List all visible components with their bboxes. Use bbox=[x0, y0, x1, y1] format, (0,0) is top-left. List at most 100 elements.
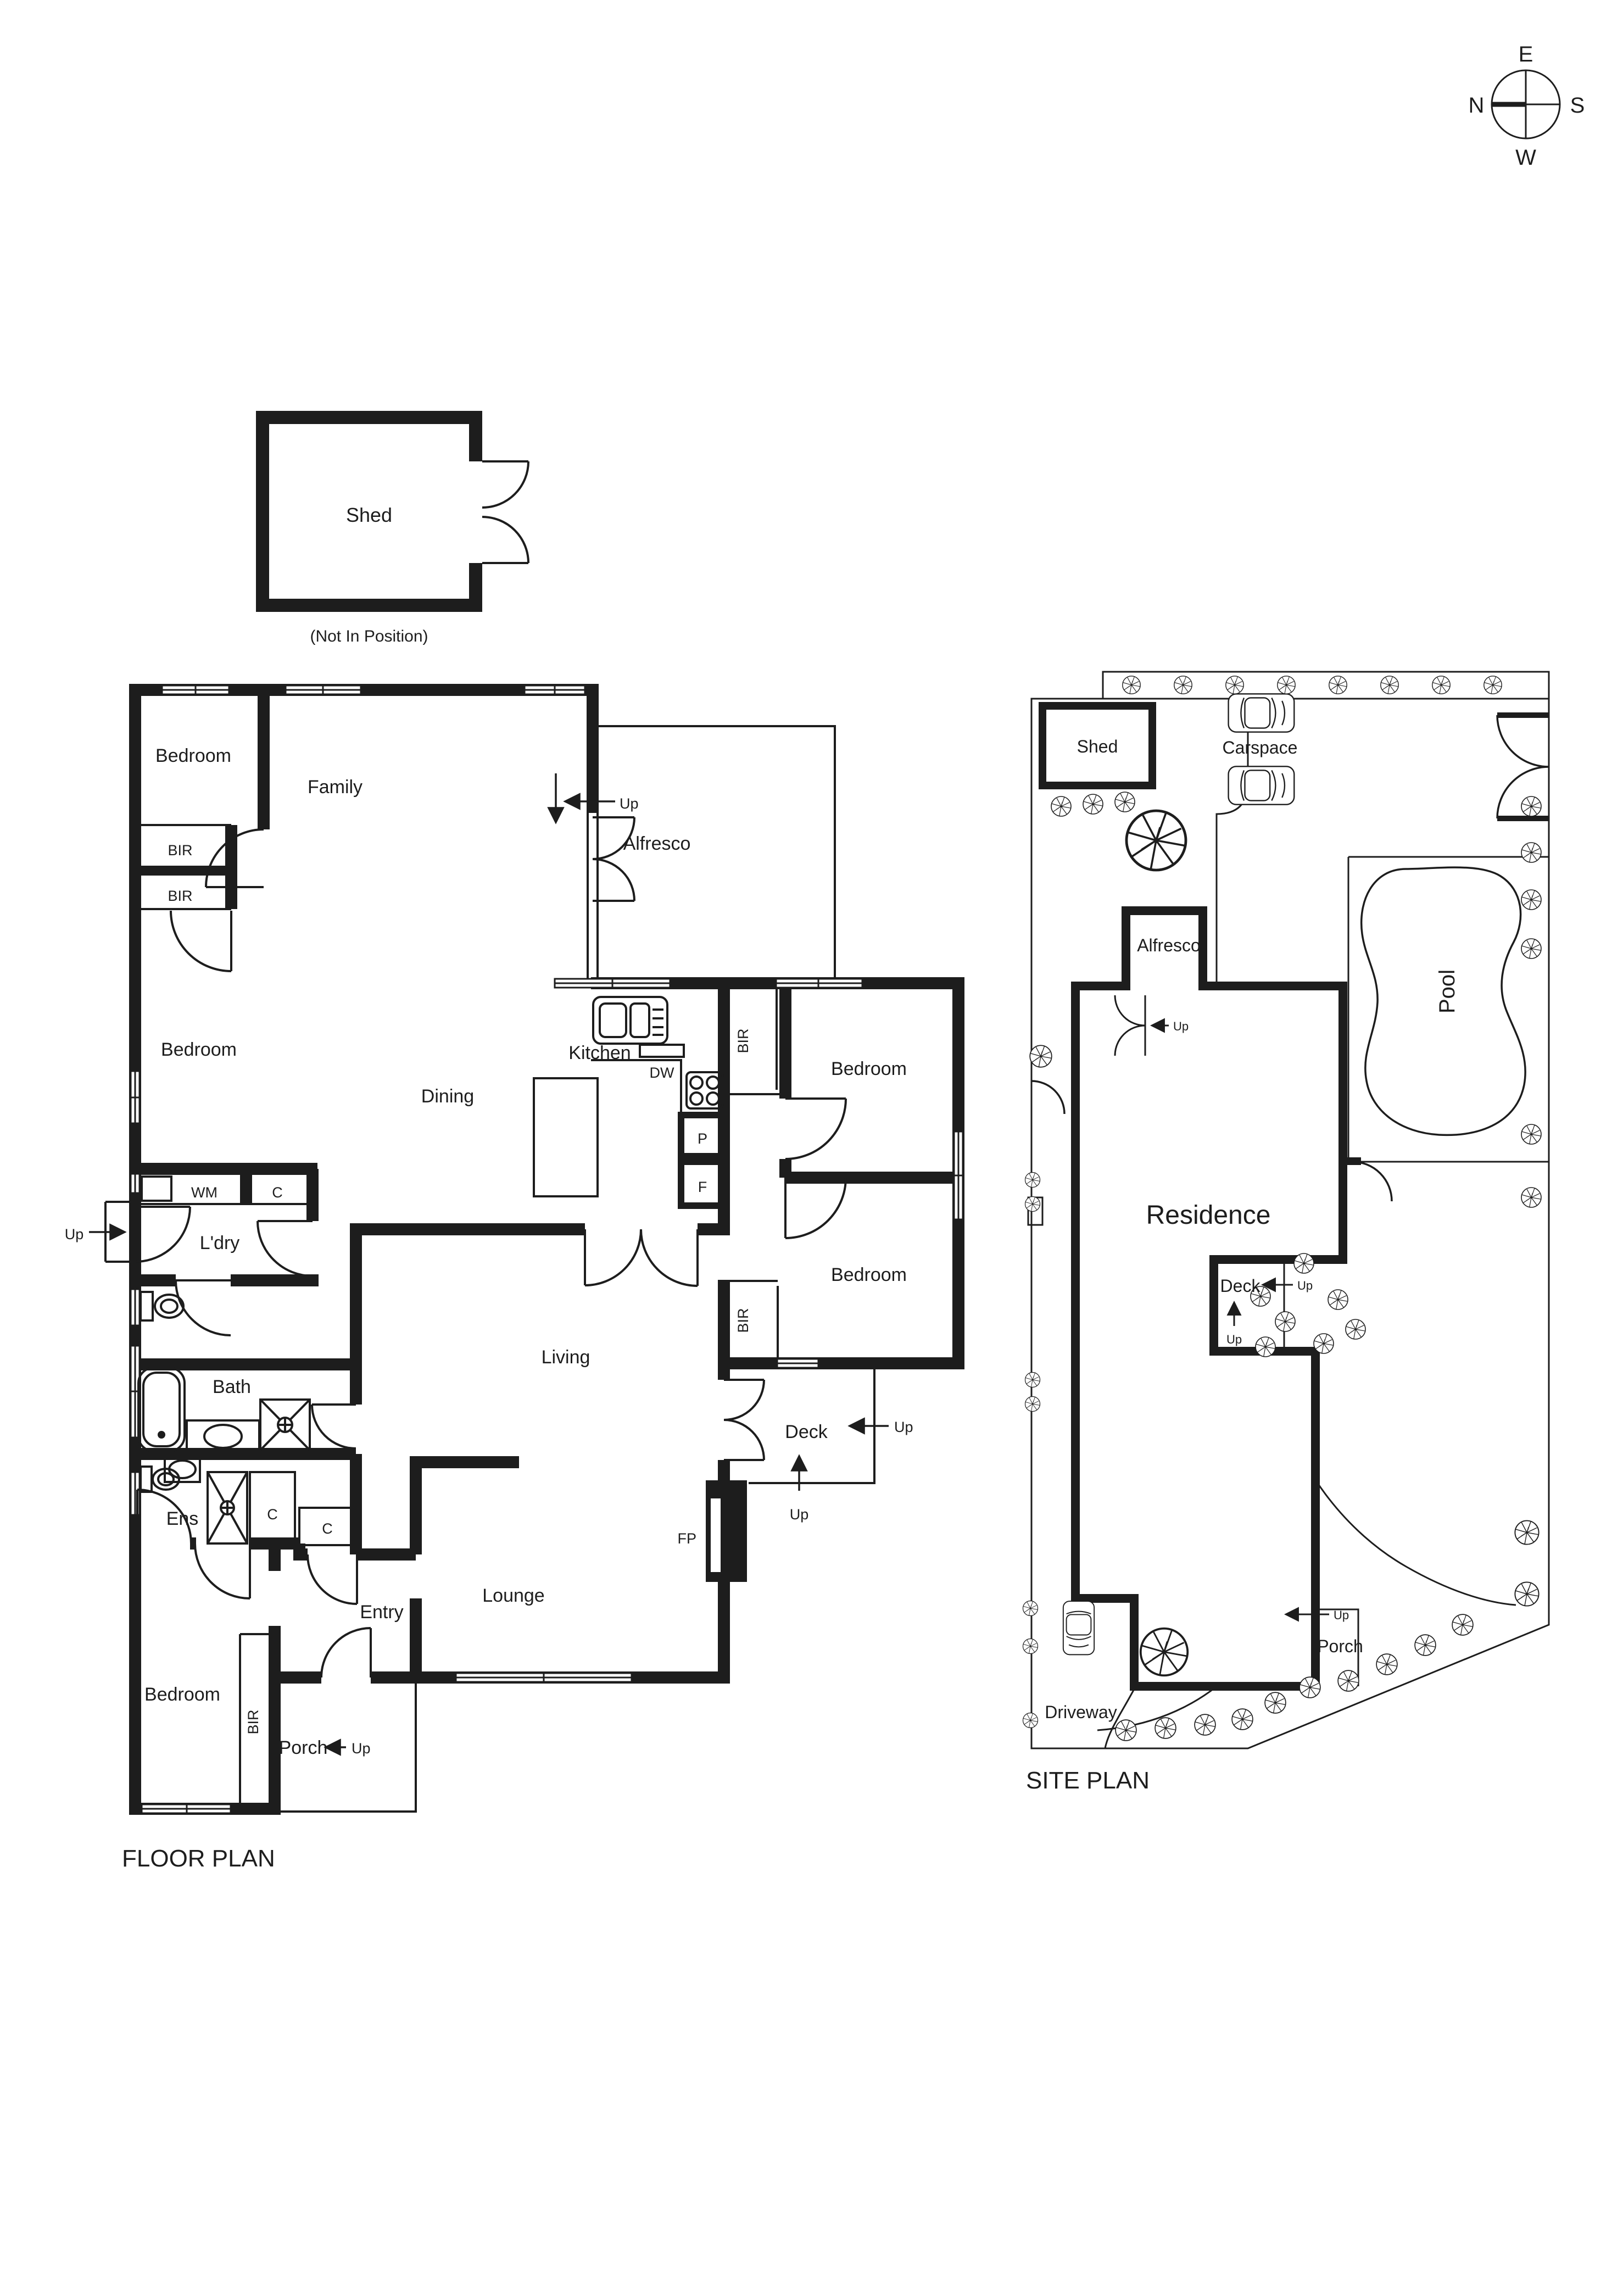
side-gate-arc bbox=[1031, 1080, 1066, 1114]
window bbox=[130, 1288, 141, 1327]
site-label-pool: Pool bbox=[1435, 969, 1459, 1013]
shrub-icon bbox=[1022, 1712, 1039, 1729]
label-bir-nw-2: BIR bbox=[168, 888, 192, 904]
site-gates bbox=[1031, 712, 1549, 1202]
site-arrows bbox=[1150, 1018, 1329, 1622]
window bbox=[776, 1358, 819, 1369]
car-icon bbox=[1228, 766, 1295, 805]
ens-basin bbox=[164, 1456, 201, 1483]
shrub-icon bbox=[1024, 1372, 1041, 1388]
shrub-icon bbox=[1115, 1719, 1137, 1741]
door-bedroom-nw bbox=[205, 828, 264, 888]
shrub-icon bbox=[1337, 1670, 1359, 1692]
door-entry-hall bbox=[306, 1554, 358, 1605]
compass-north-label: N bbox=[1469, 93, 1485, 118]
bir-s-lines bbox=[239, 1633, 269, 1809]
label-bedroom-e: Bedroom bbox=[831, 1264, 907, 1285]
shrub-icon bbox=[1521, 842, 1542, 863]
label-alfresco-up: Up bbox=[620, 795, 639, 812]
tree-icon bbox=[1514, 1520, 1540, 1545]
compass-rose: E S W N bbox=[1469, 42, 1585, 170]
cupboard-ens-box bbox=[249, 1471, 296, 1545]
shrub-icon bbox=[1231, 1708, 1253, 1730]
label-bedroom-s: Bedroom bbox=[144, 1684, 220, 1705]
shrub-icon bbox=[1024, 1396, 1041, 1412]
shrub-icon bbox=[1264, 1692, 1286, 1714]
shrub-icon bbox=[1022, 1638, 1039, 1654]
shrub-icon bbox=[1521, 938, 1542, 959]
shrub-icon bbox=[1194, 1714, 1216, 1736]
shrub-icon bbox=[1483, 676, 1502, 694]
site-label-alfresco: Alfresco bbox=[1137, 935, 1201, 955]
label-bedroom-w: Bedroom bbox=[161, 1039, 237, 1060]
shrub-icon bbox=[1154, 1717, 1176, 1739]
label-fridge: F bbox=[698, 1179, 707, 1195]
window bbox=[775, 978, 863, 989]
shrub-icon bbox=[1432, 676, 1451, 694]
floor-plan-arrows bbox=[89, 773, 889, 1756]
site-label-alfresco-up: Up bbox=[1173, 1019, 1189, 1033]
cupboard-hall-box bbox=[298, 1507, 357, 1546]
label-deck-up-east: Up bbox=[894, 1419, 913, 1435]
tree-icon bbox=[1126, 811, 1186, 870]
label-bedroom-nw: Bedroom bbox=[155, 745, 231, 766]
label-bedroom-ne: Bedroom bbox=[831, 1058, 907, 1079]
bir-e-lines bbox=[730, 1280, 779, 1358]
shed-double-door bbox=[482, 460, 529, 564]
shrub-icon bbox=[1024, 1196, 1041, 1212]
shrub-icon bbox=[1414, 1634, 1436, 1656]
window bbox=[130, 1070, 141, 1124]
tree-icon bbox=[1029, 1045, 1052, 1068]
floor-plan-windows bbox=[130, 684, 964, 1814]
shrub-icon bbox=[1521, 796, 1542, 817]
floor-plan-doors bbox=[135, 816, 847, 1678]
bir-nw-lines bbox=[135, 824, 231, 910]
shrub-icon bbox=[1174, 676, 1192, 694]
shrub-icon bbox=[1122, 676, 1141, 694]
shrub-icon bbox=[1083, 794, 1103, 815]
window bbox=[285, 684, 362, 695]
window bbox=[130, 1173, 141, 1194]
label-deck: Deck bbox=[785, 1422, 828, 1442]
door-wc bbox=[175, 1279, 231, 1336]
ens-shower bbox=[207, 1471, 248, 1545]
site-porch-outline bbox=[1315, 1608, 1359, 1686]
label-dishwasher: DW bbox=[650, 1065, 674, 1081]
window bbox=[523, 684, 586, 695]
fireplace-block bbox=[706, 1480, 747, 1582]
site-shed-box bbox=[1039, 702, 1156, 789]
site-label-carspace: Carspace bbox=[1223, 738, 1298, 757]
bath-vanity bbox=[186, 1419, 260, 1453]
pool-gate-jamb bbox=[1345, 1157, 1361, 1165]
shrub-icon bbox=[1376, 1653, 1398, 1675]
site-fireplace-block bbox=[1209, 1283, 1218, 1320]
shrub-icon bbox=[1114, 792, 1135, 812]
shrub-icon bbox=[1051, 796, 1072, 817]
site-deck-porch-outlines bbox=[1114, 995, 1359, 1686]
porch-outline bbox=[275, 1684, 417, 1813]
shrub-icon bbox=[1275, 1311, 1296, 1332]
window bbox=[554, 978, 671, 989]
door-bedroom-ne bbox=[785, 1097, 847, 1160]
window bbox=[161, 684, 230, 695]
kitchen-bench-edge bbox=[591, 1059, 682, 1115]
shrub-icon bbox=[1024, 1172, 1041, 1188]
door-bath bbox=[311, 1403, 356, 1450]
shrub-icon bbox=[1521, 889, 1542, 910]
cooktop bbox=[685, 1071, 724, 1110]
label-living: Living bbox=[542, 1347, 590, 1368]
shrub-icon bbox=[1521, 1187, 1542, 1208]
site-label-residence: Residence bbox=[1146, 1201, 1271, 1230]
site-label-driveway: Driveway bbox=[1045, 1702, 1117, 1722]
label-ensuite: Ens bbox=[166, 1508, 199, 1529]
door-deck-double bbox=[723, 1379, 765, 1461]
shrub-icon bbox=[1225, 676, 1244, 694]
shed-walls bbox=[256, 411, 482, 612]
residence-outline bbox=[1071, 906, 1347, 1691]
shrub-icon bbox=[1277, 676, 1296, 694]
shed-label: Shed bbox=[346, 504, 392, 526]
shrub-icon bbox=[1345, 1319, 1366, 1340]
label-fireplace: FP bbox=[677, 1530, 696, 1547]
shrub-icon bbox=[1380, 676, 1399, 694]
